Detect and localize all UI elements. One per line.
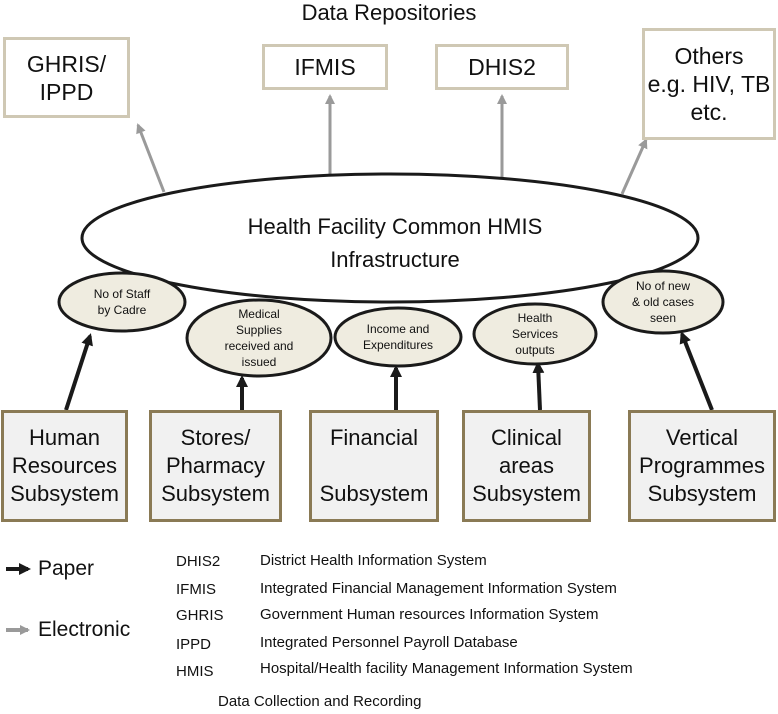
arrow-hub-to-others — [620, 138, 648, 195]
arrow-hub-to-ghris — [136, 123, 166, 193]
repo-box-dhis2: DHIS2 — [435, 44, 569, 90]
arrow-clinical-to-services — [532, 361, 545, 411]
hub-ellipse — [80, 172, 700, 304]
subsystem-box-financial: Financial Subsystem — [309, 410, 439, 522]
hub-label: Health Facility Common HMIS Infrastructu… — [247, 214, 543, 272]
output-oval-income — [333, 306, 463, 368]
repo-box-ifmis: IFMIS — [262, 44, 388, 90]
abbr-ifmis-meaning: Integrated Financial Management Informat… — [260, 580, 617, 597]
subsystem-box-human-resources: Human Resources Subsystem — [1, 410, 128, 522]
output-oval-cases — [601, 269, 725, 335]
abbr-hmis: HMIS — [176, 663, 214, 680]
subsystem-box-stores-pharmacy: Stores/ Pharmacy Subsystem — [149, 410, 282, 522]
abbr-hmis-meaning: Hospital/Health facility Management Info… — [260, 660, 633, 677]
legend-electronic-label: Electronic — [38, 618, 131, 641]
repo-box-ghris-ippd: GHRIS/ IPPD — [3, 37, 130, 118]
arrow-hr-to-staff — [64, 333, 93, 411]
abbr-ifmis: IFMIS — [176, 581, 216, 598]
legend-paper-label: Paper — [38, 557, 95, 580]
subsystem-box-vertical-programmes: Vertical Programmes Subsystem — [628, 410, 776, 522]
abbr-ghris: GHRIS — [176, 607, 224, 624]
repo-box-others: Others e.g. HIV, TB etc. — [642, 28, 776, 140]
abbr-ippd-meaning: Integrated Personnel Payroll Database — [260, 634, 518, 651]
output-label-supplies: Medical Supplies received and issued — [224, 307, 294, 369]
output-label-cases: No of new & old cases seen — [631, 279, 695, 325]
abbr-ghris-meaning: Government Human resources Information S… — [260, 606, 599, 623]
output-label-income: Income and Expenditures — [362, 322, 434, 352]
output-label-services: Health Services outputs — [511, 311, 558, 357]
output-oval-staff — [57, 271, 187, 333]
abbr-dhis2: DHIS2 — [176, 553, 221, 570]
footer-caption: Data Collection and Recording — [218, 693, 422, 710]
abbr-ippd: IPPD — [176, 636, 212, 653]
output-label-staff: No of Staff by Cadre — [93, 287, 151, 317]
subsystem-box-clinical-areas: Clinical areas Subsystem — [462, 410, 591, 522]
output-oval-supplies — [185, 298, 333, 378]
arrow-vertical-to-cases — [679, 331, 714, 411]
output-oval-services — [472, 302, 598, 366]
diagram-title: Data Repositories — [301, 0, 477, 25]
abbr-dhis2-meaning: District Health Information System — [260, 552, 487, 569]
